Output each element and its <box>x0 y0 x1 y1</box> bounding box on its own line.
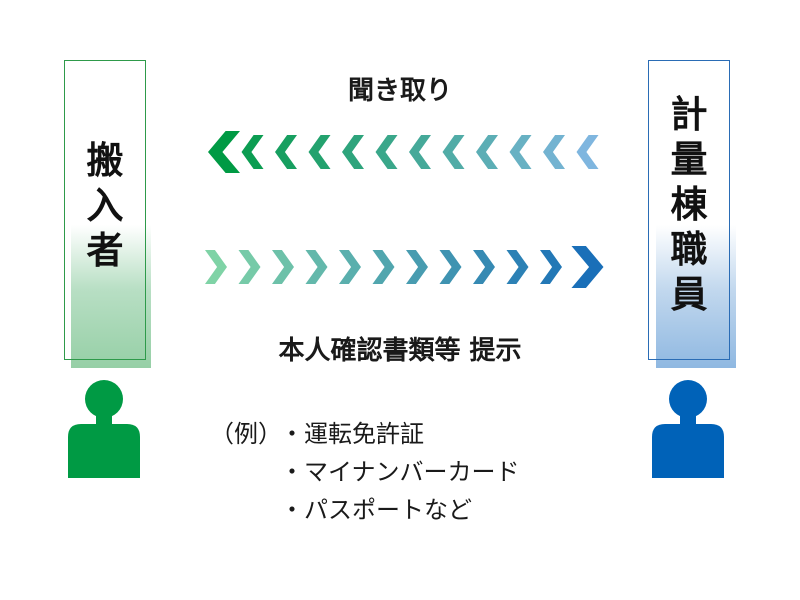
weighing-staff-label: 計 量 棟 職 員 <box>648 96 730 321</box>
chevron-left <box>576 135 599 169</box>
chevron-right <box>473 250 495 284</box>
chevron-right <box>571 246 604 288</box>
left-char: 入 <box>86 184 124 227</box>
chevron-right <box>339 250 361 284</box>
example-row: ・マイナンバーカード <box>210 453 520 491</box>
right-box-gradient <box>656 225 736 368</box>
chevron-left <box>375 135 398 169</box>
hearing-arrow-left <box>208 131 599 173</box>
chevron-left <box>308 135 331 169</box>
chevron-left <box>208 131 240 173</box>
examples-prefix: （例） <box>210 420 282 448</box>
chevron-right <box>372 250 395 284</box>
chevron-left <box>409 135 431 169</box>
delivery-person-icon <box>68 380 140 478</box>
right-char: 量 <box>670 138 708 181</box>
chevron-left <box>442 135 465 169</box>
left-box-gradient <box>71 225 151 368</box>
chevron-left <box>476 135 498 169</box>
presentation-arrow-right <box>205 246 604 288</box>
chevron-right <box>439 250 462 284</box>
chevron-left <box>241 135 264 169</box>
id-presentation-label: 本人確認書類等 提示 <box>278 336 522 366</box>
chevron-left <box>543 135 565 169</box>
hearing-label: 聞き取り <box>347 76 452 106</box>
delivery-person-label: 搬 入 者 <box>64 142 146 277</box>
example-item: ・運転免許証 <box>280 420 424 448</box>
example-row: ・パスポートなど <box>210 491 520 529</box>
examples-list: （例） ・運転免許証 ・マイナンバーカード ・パスポートなど <box>210 415 520 529</box>
weighing-staff-box <box>648 60 730 360</box>
example-row: （例） ・運転免許証 <box>210 415 520 453</box>
chevron-right <box>305 250 328 284</box>
right-char: 職 <box>670 228 708 271</box>
weighing-staff-icon <box>652 380 724 478</box>
chevron-right <box>506 250 529 284</box>
right-char: 員 <box>670 273 708 316</box>
left-char: 者 <box>86 229 124 272</box>
chevron-right <box>272 250 294 284</box>
chevron-right <box>540 250 562 284</box>
example-item: ・マイナンバーカード <box>280 458 520 486</box>
chevron-left <box>275 135 297 169</box>
left-char: 搬 <box>86 139 124 182</box>
chevron-right <box>205 250 227 284</box>
delivery-person-box <box>64 60 146 360</box>
chevron-left <box>509 135 532 169</box>
chevron-right <box>238 250 261 284</box>
right-char: 計 <box>670 93 708 136</box>
chevron-left <box>342 135 364 169</box>
right-char: 棟 <box>670 183 708 226</box>
example-item: ・パスポートなど <box>280 496 472 524</box>
chevron-right <box>406 250 428 284</box>
